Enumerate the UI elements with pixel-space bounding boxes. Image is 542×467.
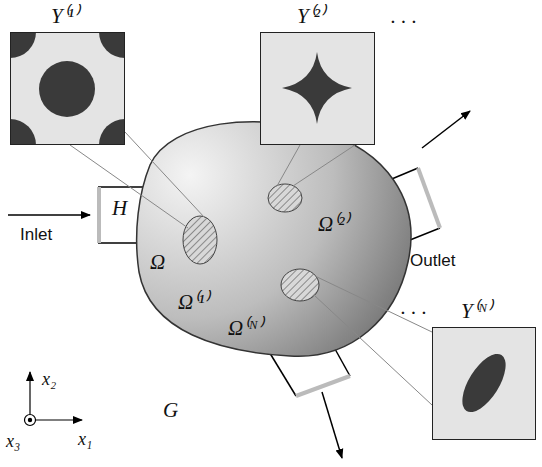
inlet-arrow [8,214,90,216]
cell-label: Y⁽²⁾ [297,6,325,27]
axis-label: x₃ [6,432,20,450]
domain-label: Ω [150,252,165,273]
flow-label: Inlet [20,226,52,243]
region-label: G [163,400,178,421]
axis-label: x₁ [78,430,92,448]
subdomain-label: Ω⁽¹⁾ [178,292,209,313]
leader-lines [70,132,432,405]
unit-cell-n [432,327,536,440]
subdomain-label: Ω⁽²⁾ [318,214,349,235]
axis-label: x₂ [42,370,56,388]
cell-label: Y⁽ᴺ⁾ [461,301,492,322]
subdomain-label: Ω⁽ᴺ⁾ [228,318,263,339]
unit-cell-2 [260,32,375,145]
unit-cell-box: Y⁽²⁾ [260,32,375,145]
subdomain-n [281,269,319,301]
outlet-arrow [422,111,470,148]
flow-label: Outlet [410,252,455,269]
ellipsis: · · · [390,12,416,33]
unit-cell-box: Y⁽¹⁾ [10,32,125,145]
domain-omega [137,122,411,357]
unit-cell-1 [0,6,151,171]
ellipsis: · · · [400,303,426,324]
outlet-arrow [322,392,342,458]
subdomain-2 [268,184,302,212]
cell-label: Y⁽¹⁾ [51,6,79,27]
dimension: H [112,198,127,219]
subdomain-1 [183,216,217,264]
unit-cell-box: Y⁽ᴺ⁾ [432,327,536,440]
